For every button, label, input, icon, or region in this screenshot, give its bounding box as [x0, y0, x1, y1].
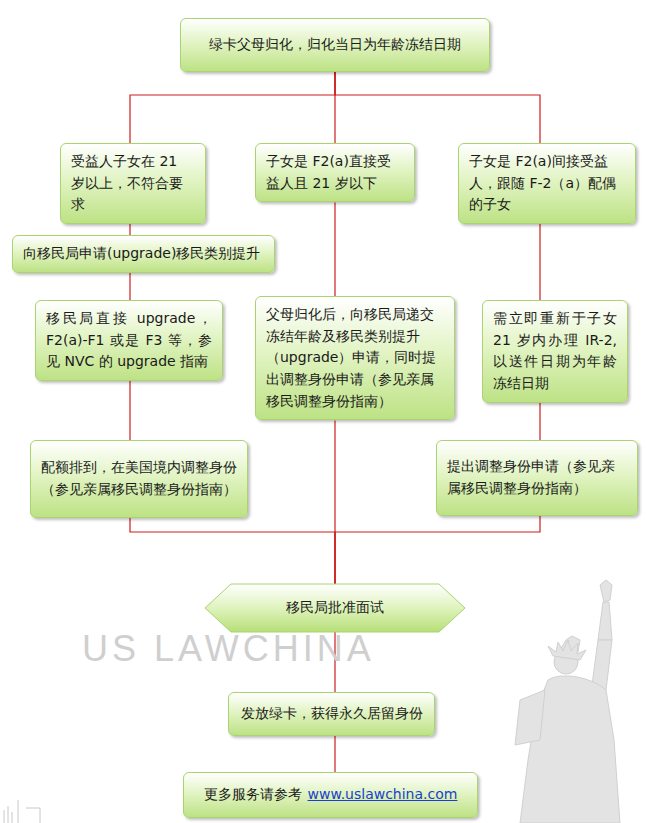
node-text: 移民局批准面试 [251, 597, 419, 619]
decision-diamond: 移民局批准面试 [205, 584, 465, 632]
statue-of-liberty [515, 580, 620, 823]
text-line: 更多服务请参考 www.uslawchina.com [194, 784, 467, 806]
node-text: 移民局直接 upgrade，F2(a)-F1 或是 F3 等，参见 NVC 的 … [46, 308, 212, 373]
node-text: 需立即重新于子女 21 岁内办理 IR-2,以送件日期为年龄冻结日期 [493, 308, 617, 395]
connector-line [335, 516, 540, 584]
condition-box: 子女是 F2(a)间接受益人，跟随 F-2（a）配偶的子女 [458, 143, 636, 224]
node-text: 父母归化后，向移民局递交冻结年龄及移民类别提升（upgrade）申请，同时提出调… [266, 304, 444, 412]
watermark: US LAWCHINA [82, 628, 375, 670]
corner-logo [4, 800, 40, 823]
connector-line [129, 273, 130, 300]
node-text: 绿卡父母归化，归化当日为年龄冻结日期 [191, 34, 479, 56]
process-box: 配额排到，在美国境内调整身份（参见亲属移民调整身份指南） [30, 440, 248, 518]
condition-box: 受益人子女在 21 岁以上，不符合要求 [60, 143, 206, 224]
process-box: 移民局直接 upgrade，F2(a)-F1 或是 F3 等，参见 NVC 的 … [35, 300, 223, 381]
node-text: 配额排到，在美国境内调整身份（参见亲属移民调整身份指南） [41, 457, 237, 500]
connector-line [130, 518, 335, 584]
connector-line [335, 72, 540, 143]
connector-line [129, 224, 130, 235]
process-box: 需立即重新于子女 21 岁内办理 IR-2,以送件日期为年龄冻结日期 [482, 300, 628, 403]
info-box: 更多服务请参考 www.uslawchina.com [183, 772, 478, 818]
condition-box: 子女是 F2(a)直接受益人且 21 岁以下 [255, 143, 415, 202]
web-link: www.uslawchina.com [308, 786, 458, 802]
connector-line [130, 72, 335, 143]
process-box: 提出调整身份申请（参见亲属移民调整身份指南） [436, 440, 638, 516]
result-box: 发放绿卡，获得永久居留身份 [228, 692, 435, 736]
process-box: 向移民局申请(upgrade)移民类别提升 [12, 235, 275, 273]
node-text: 向移民局申请(upgrade)移民类别提升 [23, 243, 264, 265]
node-text: 子女是 F2(a)间接受益人，跟随 F-2（a）配偶的子女 [469, 151, 625, 216]
connector-line [334, 202, 335, 296]
node-text: 提出调整身份申请（参见亲属移民调整身份指南） [447, 456, 627, 499]
node-text: 受益人子女在 21 岁以上，不符合要求 [71, 151, 195, 216]
start-box: 绿卡父母归化，归化当日为年龄冻结日期 [180, 18, 490, 72]
process-box: 父母归化后，向移民局递交冻结年龄及移民类别提升（upgrade）申请，同时提出调… [255, 296, 455, 420]
node-text: 更多服务请参考 [204, 786, 302, 802]
connector-line [334, 736, 335, 772]
connector-line [539, 224, 540, 300]
connector-line [539, 403, 540, 440]
node-text: 子女是 F2(a)直接受益人且 21 岁以下 [266, 151, 404, 194]
node-text: 发放绿卡，获得永久居留身份 [239, 703, 424, 725]
connector-line [129, 381, 130, 440]
